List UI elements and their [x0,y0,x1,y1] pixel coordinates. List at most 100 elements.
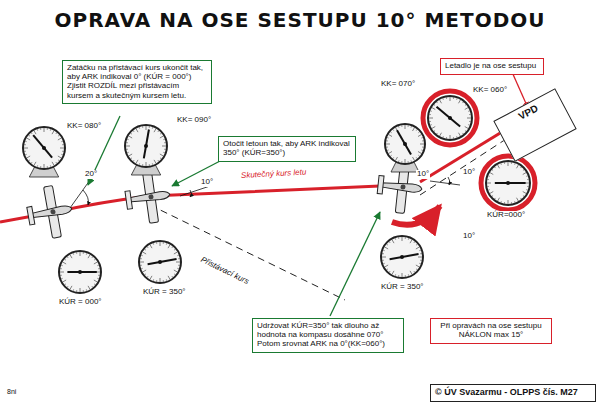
dial-tick [526,175,527,177]
runway: VPD [493,88,576,161]
dial-tick [422,147,423,148]
dial-tick [389,135,392,137]
dial-tick [126,146,130,147]
dial-tick [405,237,406,238]
dial-tick [430,124,431,126]
dial-tick [465,104,466,106]
dial-needle [67,271,96,273]
dial-tick [127,139,128,141]
angle-arc [190,190,192,197]
dial-tick [174,252,177,254]
note-text: Letadlo je na ose sestupu [445,61,539,70]
dial-tick [453,97,454,98]
note-box: Zatáčku na přistávací kurs ukončit tak, … [62,60,212,104]
dial-tick [131,133,132,135]
dial-tick [389,242,391,243]
dial-tick [29,135,30,137]
dial-tick [469,114,470,115]
dial-tick [150,245,152,248]
dial-tick [31,162,33,163]
dial-tick [174,270,177,272]
note-text: Zatáčku na přistávací kurs ukončit tak, … [67,63,207,100]
dial-tick [178,258,179,259]
dial-tick [504,202,505,203]
dial-tick [487,183,491,184]
value-label: KK= 090° [176,116,212,125]
dial-tick [462,102,464,103]
dial-tick [25,141,26,143]
dial-tick [40,128,41,129]
note-text: Otočit letoun tak, aby ARK indikoval 350… [223,139,351,157]
dial-tick [62,144,63,145]
dial-tick [418,155,419,157]
dial-tick [459,133,461,136]
dial-tick [508,162,509,166]
dial-tick [142,126,143,127]
dial-tick [389,152,392,154]
leader-arrow [330,212,380,316]
dial-tick [139,163,141,164]
value-label: 10° [416,170,430,179]
dial-tick [29,159,30,161]
dial-face [486,161,530,205]
dial-tick [402,237,403,241]
dial-tick [401,125,402,126]
dial-hub [78,270,82,274]
dial-tick [140,258,141,259]
dial-tick [61,265,62,267]
instrument-dial [385,124,425,172]
dial-tick [98,268,99,269]
dial-tick [511,162,512,163]
note-box: Otočit letoun tak, aby ARK indikoval 350… [218,136,356,162]
dial-tick [396,157,398,160]
dial-tick [416,247,419,249]
dial-tick [143,270,146,272]
dial-tick [70,255,72,258]
dial-tick [494,167,496,168]
dial-hub [400,255,404,259]
dial-tick [508,200,509,204]
dial-face [139,241,181,283]
airplane [123,168,174,226]
note-text: Udržovat KÚR=350° tak dlouho až hodnota … [257,321,399,349]
dial-tick [154,129,156,132]
dial-tick [402,273,403,277]
dial-tick [131,157,132,159]
dial-tick [527,179,528,180]
dial-tick [65,259,66,261]
dial-tick [55,133,57,134]
dial-tick [156,280,157,281]
dial-tick [432,108,435,110]
dial-tick [446,137,447,138]
dial-hub [403,142,407,146]
dial-tick [450,135,451,139]
dial-tick [465,130,466,132]
dial-tick [47,128,48,129]
dial-tick [136,160,138,163]
airplane [24,183,76,242]
dial-tick [177,268,178,270]
dial-tick [523,169,524,171]
credit-box: © ÚV Svazarmu - OLPPS čís. M27 [430,384,596,402]
dial-tick [44,128,45,132]
dial-tick [67,286,69,287]
dial-tick [136,129,138,132]
dial-tick [63,280,66,282]
dial-tick [422,140,423,141]
dial-face [385,124,425,164]
cockpit [148,194,154,200]
airplane [375,159,424,215]
dial-tick [60,272,64,273]
dial-tick [62,151,63,152]
dial-tick [416,265,419,267]
dial-tick [494,198,496,199]
dial-tick [490,192,493,194]
dial-tick [523,195,524,197]
dial-tick [97,265,98,267]
dial-tick [127,152,128,154]
instrument-dial [423,91,477,145]
dial-tick [61,154,62,156]
dial-tick [140,262,144,263]
dial-tick [145,249,146,251]
